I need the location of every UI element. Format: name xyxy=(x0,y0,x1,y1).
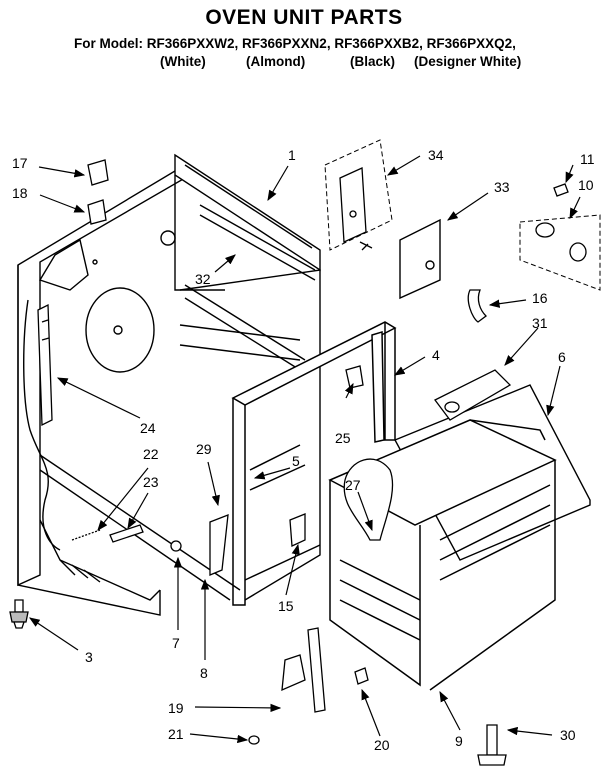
wire-harness xyxy=(23,299,61,551)
callout-19: 19 xyxy=(168,700,184,716)
callout-8: 8 xyxy=(200,665,208,681)
callout-6: 6 xyxy=(558,349,566,365)
callout-23: 23 xyxy=(143,474,159,490)
callout-20: 20 xyxy=(374,737,390,753)
callout-5: 5 xyxy=(292,453,300,469)
callout-7: 7 xyxy=(172,635,180,651)
callout-31: 31 xyxy=(532,315,548,331)
callout-27: 27 xyxy=(345,477,361,493)
callout-22: 22 xyxy=(143,446,159,462)
burner-element xyxy=(434,369,512,421)
callout-30: 30 xyxy=(560,727,576,743)
callout-3: 3 xyxy=(85,649,93,665)
front-frame xyxy=(231,321,397,606)
heat-deflector xyxy=(343,458,394,541)
igniter xyxy=(535,183,587,262)
callout-21: 21 xyxy=(168,726,184,742)
callout-34: 34 xyxy=(428,147,444,163)
page-title: OVEN UNIT PARTS xyxy=(205,6,403,29)
finish-designer-white: (Designer White) xyxy=(414,54,522,69)
rear-panel xyxy=(399,218,441,300)
blower-disc xyxy=(38,238,155,373)
callout-24: 24 xyxy=(140,420,156,436)
small-parts xyxy=(71,159,507,766)
finish-almond: (Almond) xyxy=(246,54,306,69)
callout-1: 1 xyxy=(288,147,296,163)
callout-10: 10 xyxy=(578,177,594,193)
callout-labels: 1 3 4 5 6 7 8 9 10 11 15 16 17 18 19 20 … xyxy=(12,147,595,753)
callout-17: 17 xyxy=(12,155,28,171)
callout-9: 9 xyxy=(455,733,463,749)
leveling-leg-part-3 xyxy=(9,599,29,629)
left-side-bracket xyxy=(37,303,53,427)
callout-15: 15 xyxy=(278,598,294,614)
callout-29: 29 xyxy=(196,441,212,457)
leader-arrows xyxy=(29,155,581,744)
igniter-dashed-box xyxy=(519,214,601,291)
sensor-bracket-dashed-box xyxy=(324,139,393,251)
callout-33: 33 xyxy=(494,179,510,195)
finish-white: (White) xyxy=(160,54,206,69)
oven-cabinet-frame xyxy=(17,153,321,616)
finish-black: (Black) xyxy=(350,54,396,69)
callout-32: 32 xyxy=(195,271,211,287)
callout-18: 18 xyxy=(12,185,28,201)
callout-16: 16 xyxy=(532,290,548,306)
model-list: For Model: RF366PXXW2, RF366PXXN2, RF366… xyxy=(74,36,516,51)
sensor-bracket xyxy=(339,167,373,251)
callout-25: 25 xyxy=(335,430,351,446)
callout-11: 11 xyxy=(580,151,595,167)
callout-4: 4 xyxy=(432,347,440,363)
